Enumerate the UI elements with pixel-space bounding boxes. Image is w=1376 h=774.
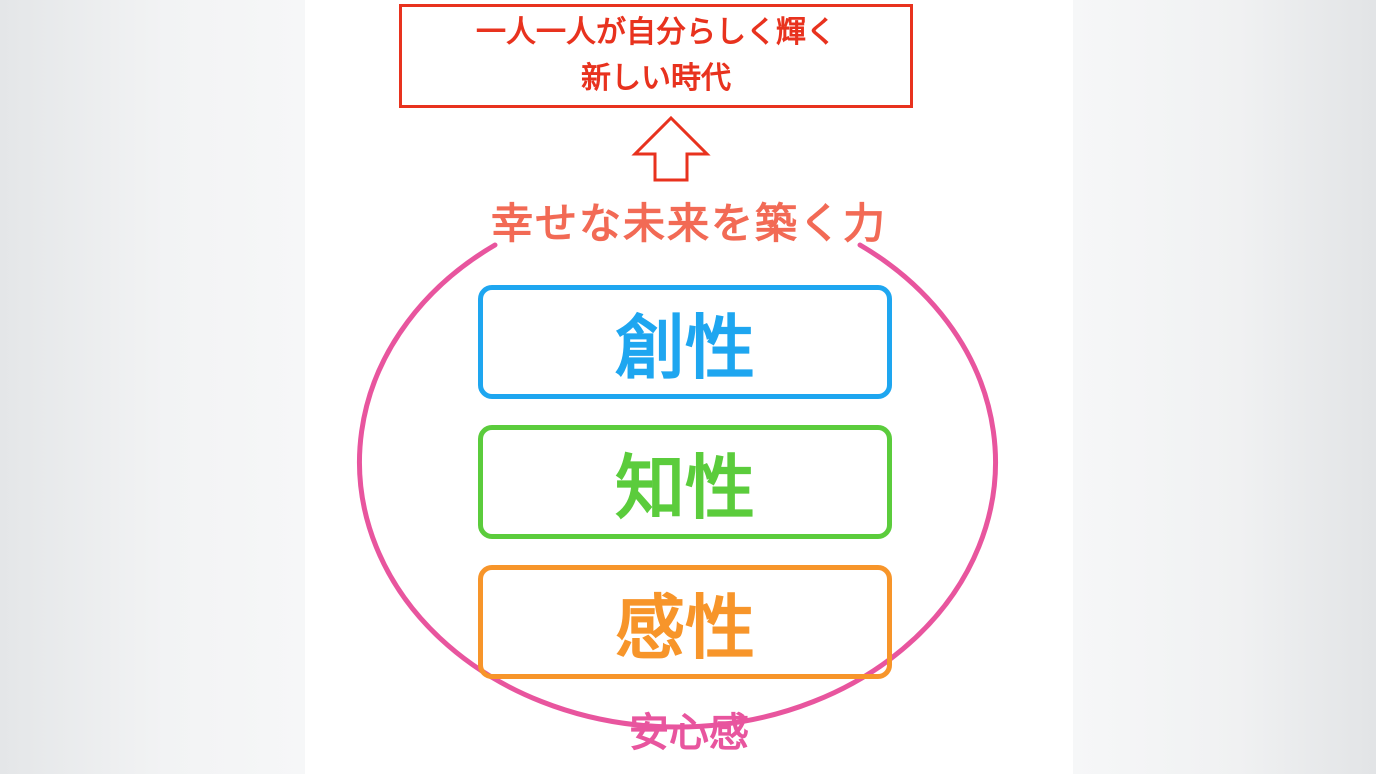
pillar-sensitivity: 感性	[478, 565, 892, 679]
power-label: 幸せな未来を築く力	[490, 199, 887, 248]
goal-box: 一人一人が自分らしく輝く 新しい時代	[399, 4, 913, 108]
goal-line-2: 新しい時代	[581, 61, 731, 96]
pillar-creativity: 創性	[478, 285, 892, 399]
slide: 一人一人が自分らしく輝く 新しい時代 幸せな未来を築く力 創性 知性 感性 安心…	[305, 0, 1073, 774]
safety-circle	[357, 242, 998, 730]
pillar-label: 感性	[615, 586, 755, 669]
goal-line-1: 一人一人が自分らしく輝く	[476, 15, 836, 50]
pillar-intellect: 知性	[478, 425, 892, 539]
foundation-label: 安心感	[629, 710, 749, 756]
pillar-label: 創性	[615, 306, 755, 389]
pillar-label: 知性	[615, 446, 755, 529]
up-arrow-icon	[631, 115, 711, 182]
